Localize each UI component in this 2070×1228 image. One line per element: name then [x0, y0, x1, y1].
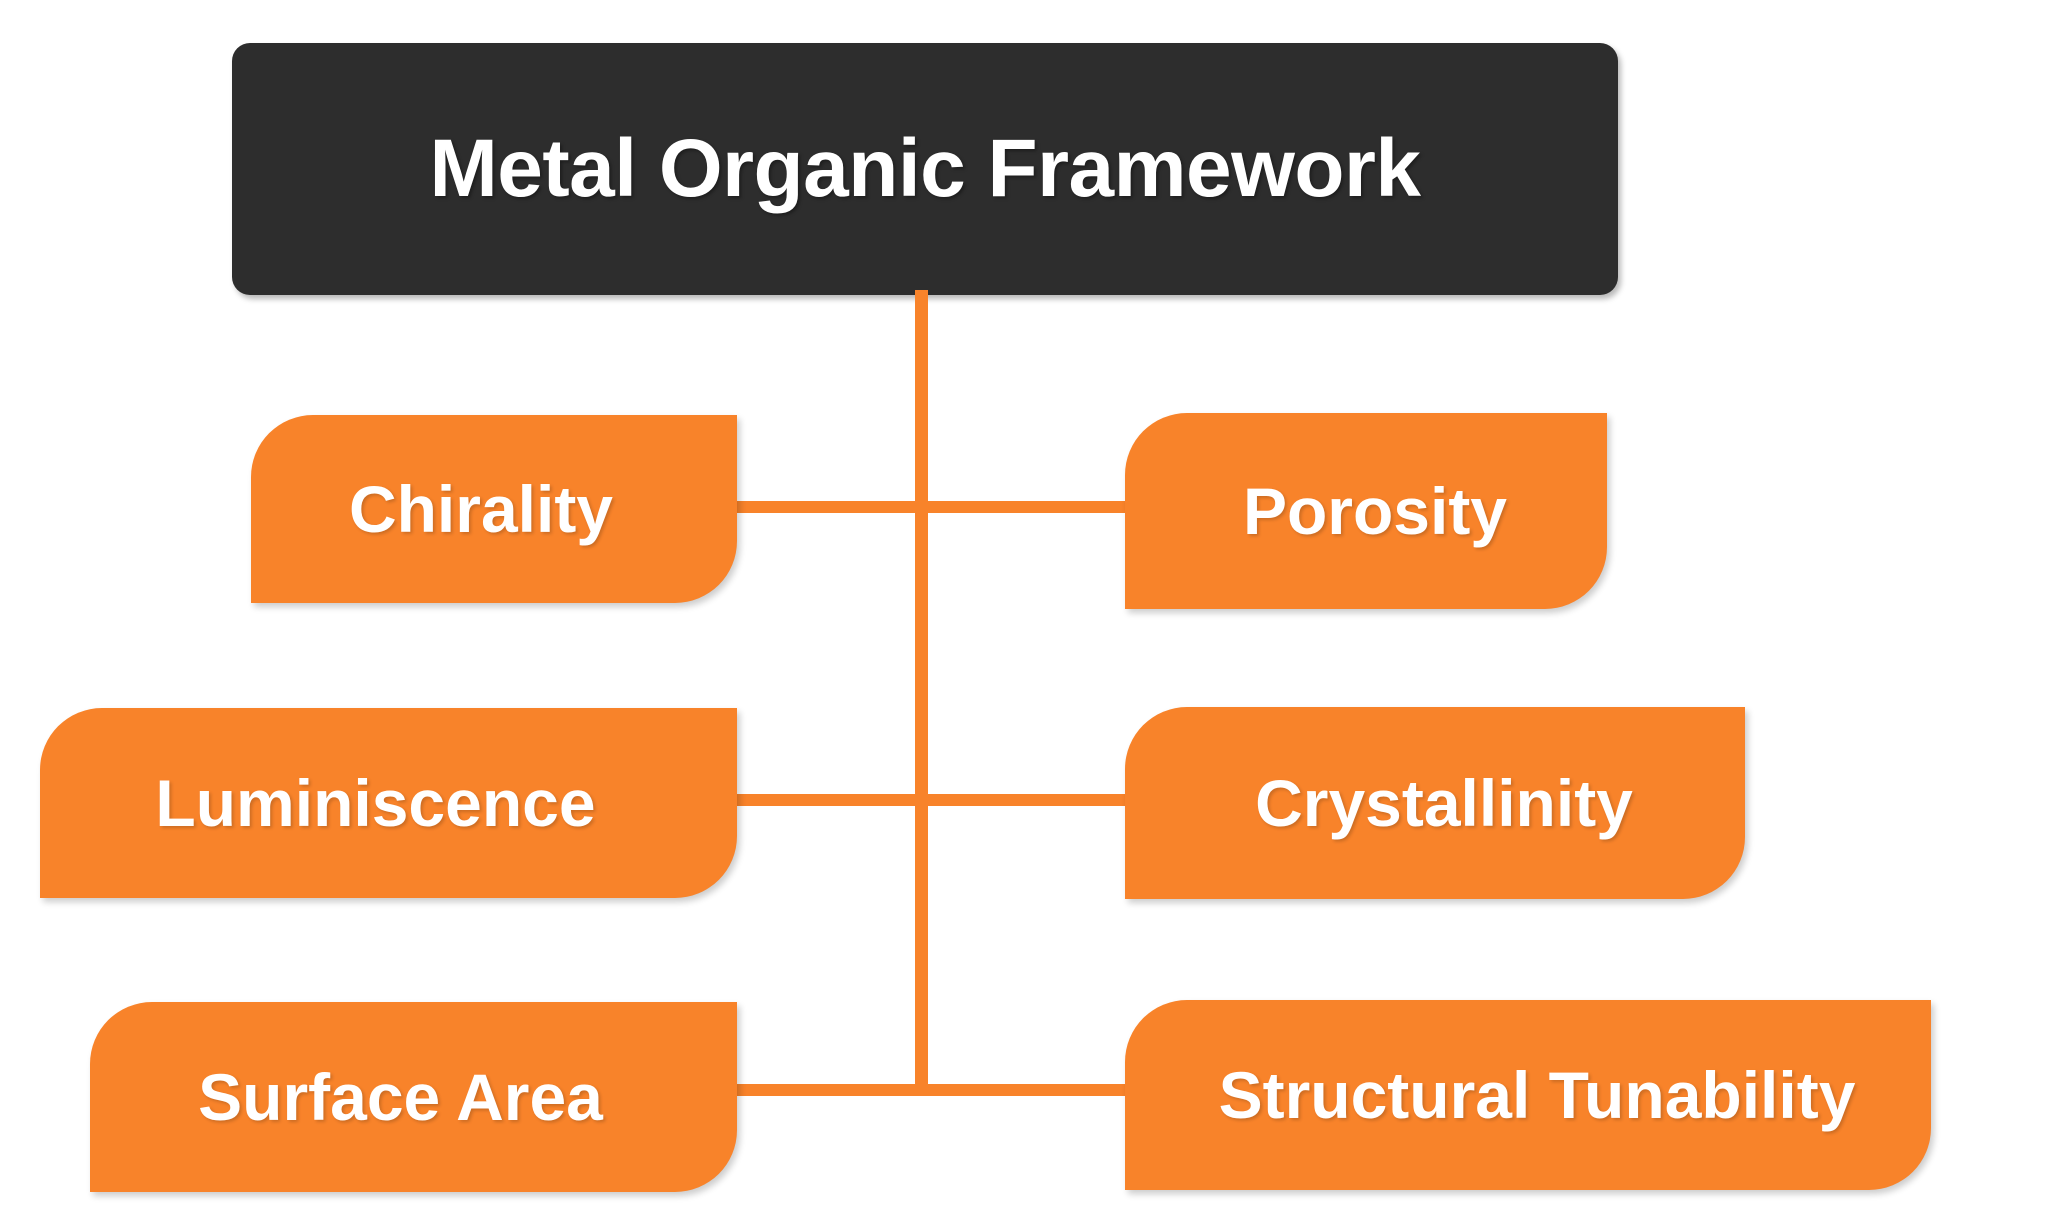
branch-label-surface-area: Surface Area: [198, 1060, 603, 1134]
branch-node-surface-area[interactable]: Surface Area: [90, 1002, 737, 1192]
connector-surface-area: [730, 1084, 920, 1096]
connector-vertical-trunk: [915, 290, 928, 1095]
connector-porosity: [920, 501, 1130, 513]
branch-label-structural-tunability: Structural Tunability: [1218, 1058, 1856, 1132]
connector-luminiscence: [730, 794, 920, 806]
branch-label-crystallinity: Crystallinity: [1255, 766, 1633, 840]
connector-chirality: [730, 501, 920, 513]
branch-node-structural-tunability[interactable]: Structural Tunability: [1125, 1000, 1931, 1190]
connector-crystallinity: [920, 794, 1130, 806]
branch-label-luminiscence: Luminiscence: [155, 766, 596, 840]
root-node-label: Metal Organic Framework: [429, 123, 1421, 214]
branch-label-porosity: Porosity: [1242, 474, 1508, 548]
branch-node-porosity[interactable]: Porosity: [1125, 413, 1607, 609]
branch-node-luminiscence[interactable]: Luminiscence: [40, 708, 737, 898]
branch-node-chirality[interactable]: Chirality: [251, 415, 737, 603]
connector-structural-tunability: [920, 1084, 1130, 1096]
root-node-metal-organic-framework[interactable]: Metal Organic Framework: [232, 43, 1618, 295]
branch-label-chirality: Chirality: [348, 472, 614, 546]
branch-node-crystallinity[interactable]: Crystallinity: [1125, 707, 1745, 899]
